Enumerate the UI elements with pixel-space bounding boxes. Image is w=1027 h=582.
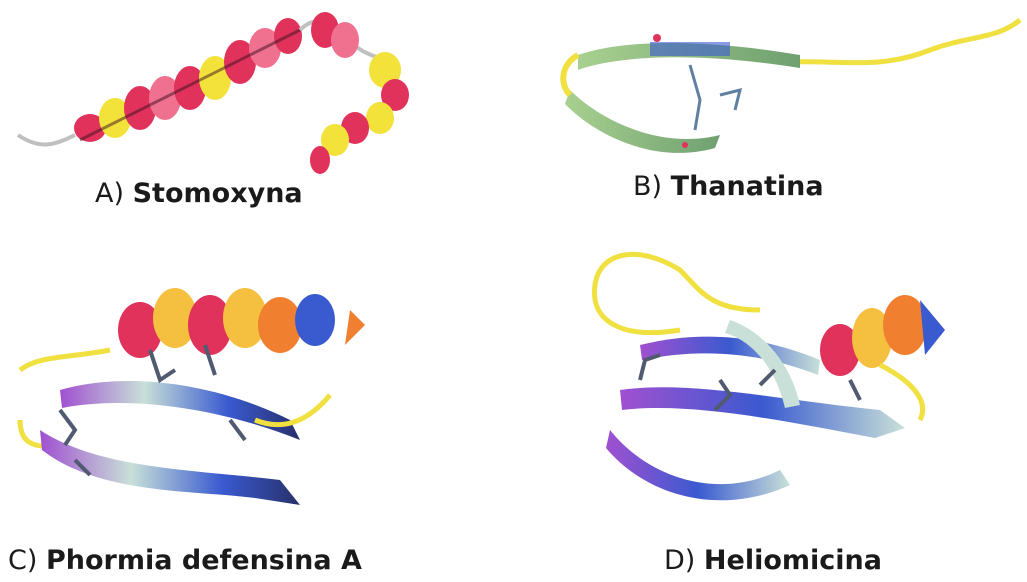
panel-d-coil-c [880,365,923,420]
caption-d: D) Heliomicina [664,545,882,576]
caption-a-name: Stomoxyna [133,178,303,209]
panel-a-coil-n [18,135,75,144]
panel-d-loop [594,254,760,332]
panel-d-strand-1 [640,337,820,375]
caption-d-letter: D) [664,545,695,576]
panel-a-structure [18,12,409,174]
panel-c-strand-2 [40,430,300,505]
caption-d-name: Heliomicina [704,545,882,576]
caption-c-name: Phormia defensina A [46,545,362,576]
caption-a-letter: A) [95,178,124,209]
panel-d-strand-2 [620,387,905,438]
panel-b-disulfide [690,65,740,130]
caption-b-name: Thanatina [671,171,824,202]
caption-c-letter: C) [8,545,37,576]
panel-d-structure [594,254,945,500]
panel-c-strand-1 [60,381,300,440]
panel-b-structure [563,20,1020,153]
panel-c-helix [118,288,365,358]
panel-b-turn [563,55,578,95]
panel-c-structure [20,288,365,505]
panel-d-strand-3 [606,430,790,500]
caption-b: B) Thanatina [633,171,824,202]
caption-a: A) Stomoxyna [95,178,303,209]
panel-b-coil-c [790,20,1020,63]
panel-a-helix-2 [310,12,409,174]
caption-c: C) Phormia defensina A [8,545,362,576]
panel-a-helix-1 [74,18,302,142]
caption-b-letter: B) [633,171,662,202]
